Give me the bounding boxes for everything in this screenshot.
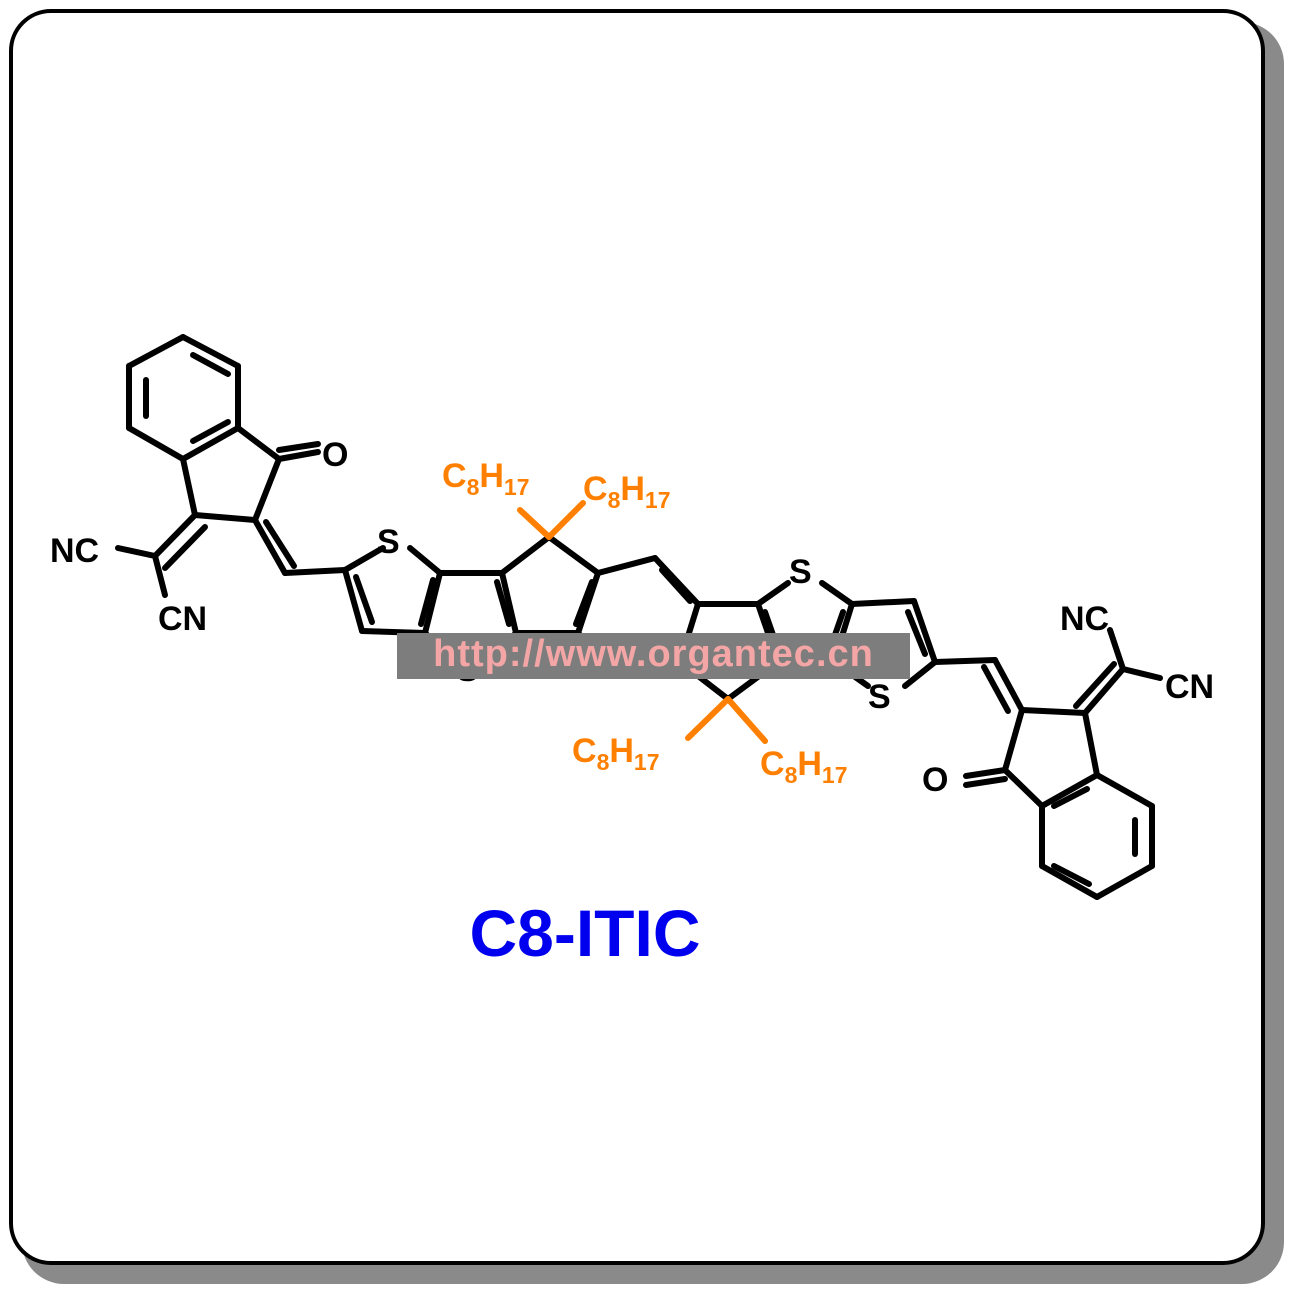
double-bond-5 [263,519,297,569]
bond-11 [152,512,198,559]
nc-label-right: NC [1060,600,1109,638]
bond-9 [180,456,198,518]
sulfur-label-4: S [868,678,891,716]
oxygen-label-right: O [922,761,948,799]
bond-59 [1094,863,1155,900]
double-bond-20 [1051,786,1090,809]
double-bond-7 [418,577,436,627]
bond-43 [911,598,938,665]
bond-30 [652,555,701,607]
double-bond-16 [963,776,1008,788]
bond-29 [595,555,658,576]
double-bond-9 [573,579,595,627]
bond-26 [546,534,601,576]
double-bond-19 [1051,863,1092,887]
alkyl-bond-2 [685,696,731,741]
compound-name: C8-ITIC [469,896,701,970]
bond-18 [422,570,443,636]
double-bond-10 [659,567,693,604]
bond-51 [1002,767,1045,809]
alkyl-label-3: C8H17 [572,732,660,775]
bond-60 [1039,863,1100,900]
double-bond-2 [190,419,231,444]
sulfur-label-3: S [789,553,812,591]
bond-15 [282,567,348,576]
bond-2 [180,425,241,462]
bond-55 [1107,627,1126,672]
bond-53 [963,767,1008,779]
alkyl-bond-3 [725,696,768,744]
bond-47 [992,657,1025,713]
bond-17 [407,545,443,576]
cn-label-left: CN [158,600,207,638]
alkyl-label-2: C8H17 [583,470,671,513]
bond-19 [359,628,428,636]
bond-44 [902,659,938,689]
alkyl-label-1: C8H17 [442,457,530,500]
bond-20 [342,567,365,634]
bond-14 [252,517,288,576]
double-bond-8 [494,579,512,627]
bond-12 [115,545,158,559]
alkyl-label-4: C8H17 [760,745,848,788]
bond-7 [252,456,282,523]
bond-49 [1082,710,1100,778]
double-bond-15 [981,664,1011,714]
bond-50 [1039,772,1100,809]
bond-3 [126,425,186,462]
bond-16 [342,545,386,573]
bond-56 [1120,666,1163,681]
double-bond-3 [162,524,208,571]
bond-42 [849,598,917,607]
bond-54 [1082,666,1126,716]
double-bond-6 [353,574,375,625]
cn-label-right: CN [1165,668,1214,706]
nc-label-left: NC [50,532,99,570]
double-bond-17 [1073,661,1117,709]
bond-48 [1019,707,1088,716]
double-bond-4 [276,441,321,453]
bond-5 [126,334,186,369]
bond-8 [192,512,258,523]
bond-6 [235,425,282,462]
oxygen-label-left: O [322,436,348,474]
bond-22 [499,570,519,636]
bond-38 [755,580,791,607]
double-bond-1 [190,352,231,377]
watermark-bar [397,633,910,679]
alkyl-bond-0 [517,507,552,540]
bond-52 [1002,707,1025,773]
bond-46 [932,657,998,665]
bond-0 [180,334,241,369]
alkyl-chain-bonds [517,500,768,744]
bond-57 [1094,772,1155,809]
bond-skeleton [115,334,1163,900]
bond-13 [152,553,168,598]
alkyl-bond-1 [546,500,586,540]
bond-25 [499,534,552,576]
bond-39 [819,580,855,607]
bond-10 [276,449,321,462]
watermark-text: http://www.organtec.cn [433,633,874,675]
double-bond-14 [905,609,928,657]
sulfur-label-1: S [377,523,400,561]
